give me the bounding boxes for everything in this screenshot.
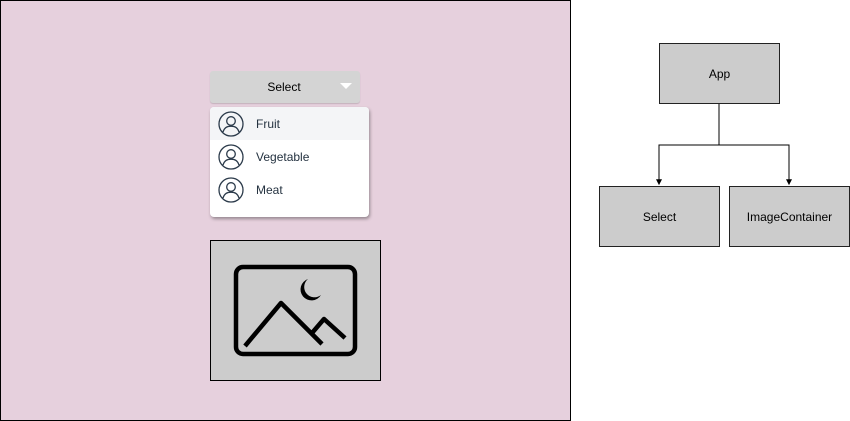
option-meat[interactable]: Meat	[210, 173, 369, 206]
select-options-menu: Fruit Vegetable Meat	[210, 107, 369, 217]
node-select: Select	[599, 186, 720, 247]
node-app: App	[659, 43, 780, 104]
node-image-container: ImageContainer	[729, 186, 850, 247]
user-icon	[218, 143, 244, 170]
chevron-down-icon[interactable]	[340, 83, 352, 89]
user-icon	[218, 176, 244, 203]
user-icon	[218, 110, 244, 137]
edge-app-to-imagecontainer	[718, 104, 792, 186]
select-label: Select	[267, 80, 301, 94]
image-container	[210, 240, 381, 381]
option-label: Fruit	[256, 116, 280, 131]
option-label: Meat	[256, 182, 283, 197]
node-select-label: Select	[642, 209, 677, 224]
image-icon	[233, 264, 358, 357]
node-app-label: App	[708, 66, 731, 81]
edge-app-to-select	[656, 104, 720, 186]
option-label: Vegetable	[256, 149, 310, 164]
option-fruit[interactable]: Fruit	[210, 107, 369, 140]
node-image-container-label: ImageContainer	[746, 209, 833, 224]
select-dropdown-trigger[interactable]: Select	[210, 71, 360, 103]
option-vegetable[interactable]: Vegetable	[210, 140, 369, 173]
